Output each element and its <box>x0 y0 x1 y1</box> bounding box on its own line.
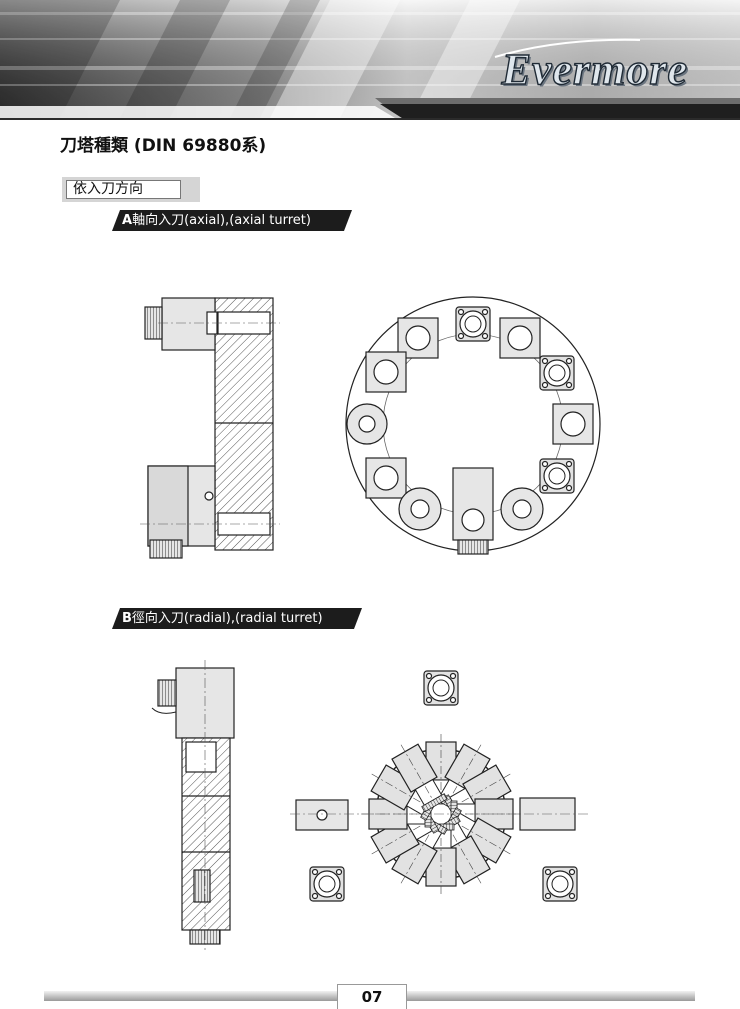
evermore-logo: Evermore <box>501 44 688 94</box>
section-a-text: 軸向入刀(axial),(axial turret) <box>132 213 311 228</box>
axial-front-view <box>345 296 601 555</box>
footer-bar-right <box>405 991 695 1001</box>
header-banner: Evermore <box>0 0 740 125</box>
header-graphic <box>0 0 740 120</box>
section-label-box: 依入刀方向 <box>62 177 200 202</box>
section-a-band: A軸向入刀(axial),(axial turret) <box>112 210 352 231</box>
section-b-band: B徑向入刀(radial),(radial turret) <box>112 608 362 629</box>
radial-side-view <box>151 660 235 950</box>
section-b-text: 徑向入刀(radial),(radial turret) <box>131 611 323 626</box>
section-label: 依入刀方向 <box>66 180 181 199</box>
radial-front-view <box>290 670 590 902</box>
section-a-prefix: A <box>122 213 133 228</box>
page-title: 刀塔種類 (DIN 69880系) <box>60 136 267 156</box>
section-b-prefix: B <box>122 611 132 626</box>
axial-side-view <box>140 297 280 559</box>
page-number: 07 <box>337 984 407 1009</box>
footer-bar-left <box>44 991 337 1001</box>
